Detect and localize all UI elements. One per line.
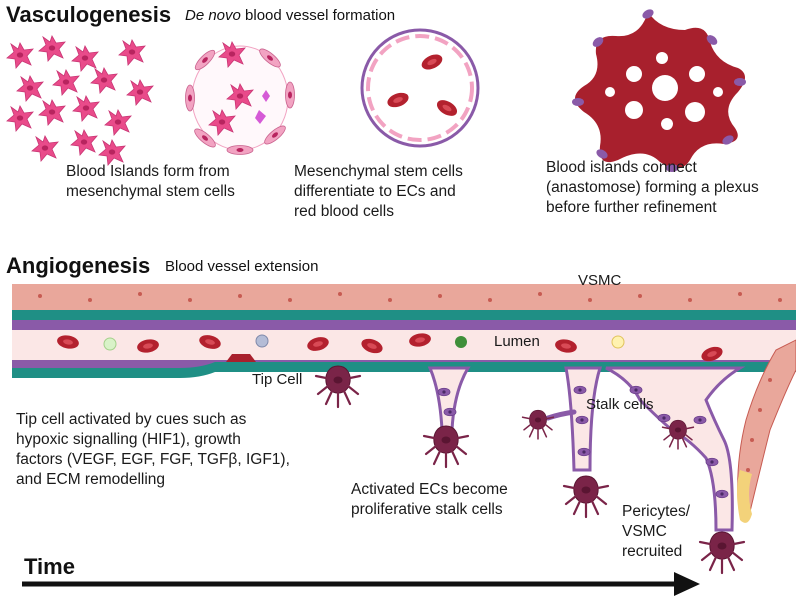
vessel-wall bbox=[12, 284, 796, 378]
subtitle-rest: blood vessel formation bbox=[240, 7, 396, 24]
sprout-3 bbox=[521, 366, 610, 519]
differentiating-ring bbox=[185, 41, 295, 155]
time-label: Time bbox=[24, 554, 75, 579]
label-lumen: Lumen bbox=[494, 333, 540, 350]
caption-tip-activation: Tip cell activated by cues such as hypox… bbox=[16, 411, 290, 488]
vascular-plexus bbox=[572, 9, 746, 172]
time-arrow bbox=[22, 572, 700, 596]
blood-islands-cluster bbox=[6, 35, 154, 166]
vasculogenesis-title: Vasculogenesis bbox=[6, 2, 172, 27]
subtitle-de-novo: De novo bbox=[185, 7, 241, 24]
primitive-vessel bbox=[360, 28, 480, 148]
angiogenesis-subtitle: Blood vessel extension bbox=[165, 258, 319, 275]
caption-pericytes: Pericytes/ VSMC recruited bbox=[622, 503, 691, 560]
caption-stalk: Activated ECs become proliferative stalk… bbox=[351, 481, 508, 518]
angiogenesis-title: Angiogenesis bbox=[6, 253, 151, 278]
label-tip-cell: Tip Cell bbox=[252, 371, 303, 388]
label-stalk-cells: Stalk cells bbox=[586, 396, 654, 413]
label-vsmc: VSMC bbox=[578, 272, 622, 289]
caption-plexus: Blood islands connect (anastomose) formi… bbox=[546, 159, 759, 216]
caption-blood-islands: Blood Islands form from mesenchymal stem… bbox=[66, 163, 235, 200]
sprout-2 bbox=[422, 366, 471, 469]
caption-differentiation: Mesenchymal stem cells differentiate to … bbox=[294, 163, 463, 220]
tip-cell-sprout bbox=[314, 364, 362, 409]
pericyte-strip bbox=[737, 339, 796, 523]
vasculogenesis-subtitle: De novo blood vessel formation bbox=[185, 7, 395, 24]
sprout-4 bbox=[605, 366, 746, 575]
